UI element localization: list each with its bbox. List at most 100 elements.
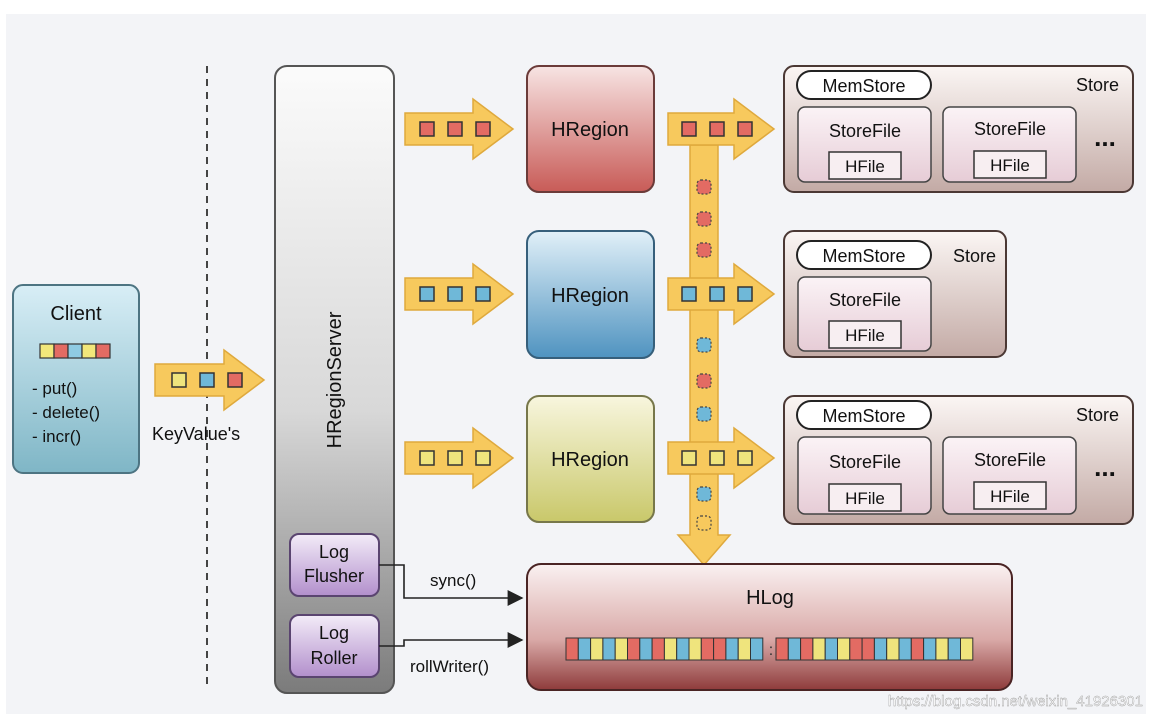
store-2-storefile-1-label: StoreFile xyxy=(829,290,901,310)
hlog-entry-9 xyxy=(663,637,678,661)
store-1-storefile-1: StoreFile HFile xyxy=(797,106,932,183)
store-1-storefile-2: StoreFile HFile xyxy=(942,106,1077,183)
store-3-storefile-1-label: StoreFile xyxy=(829,452,901,472)
store-3: MemStore Store StoreFile HFile StoreFile… xyxy=(783,395,1134,525)
hregionserver-box: HRegionServer Log Flusher Log Roller xyxy=(274,65,395,694)
log-roller-box: Log Roller xyxy=(289,614,380,678)
rollwriter-connector xyxy=(379,632,524,648)
store-2-memstore-label: MemStore xyxy=(822,246,905,266)
client-key-2 xyxy=(53,343,69,359)
server-arrow-2-key-2 xyxy=(447,286,463,302)
log-roller-line1: Log xyxy=(319,623,349,643)
store-3-more: ... xyxy=(1094,452,1116,482)
store-1-hfile-1-label: HFile xyxy=(845,157,885,176)
server-arrow-3-key-3 xyxy=(475,450,491,466)
store-2: MemStore Store StoreFile HFile xyxy=(783,230,1007,358)
hlog-entry-15 xyxy=(737,637,752,661)
hregion-3-label: HRegion xyxy=(551,449,629,471)
client-title: Client xyxy=(50,303,102,325)
store-3-hfile-2-label: HFile xyxy=(990,487,1030,506)
rollwriter-label: rollWriter() xyxy=(410,657,489,676)
hlog-box: HLog : xyxy=(526,563,1013,691)
store-2-hfile-1 xyxy=(828,320,902,349)
client-arrow-key-1 xyxy=(171,372,187,388)
store-3-label: Store xyxy=(1076,405,1119,425)
store-3-storefile-1: StoreFile HFile xyxy=(797,436,932,515)
store-1-hfile-1 xyxy=(828,151,902,180)
hlog-entry-29 xyxy=(923,637,937,661)
log-flusher-box: Log Flusher xyxy=(289,533,380,597)
store-1-memstore-label: MemStore xyxy=(822,76,905,96)
store-1-hfile-2-label: HFile xyxy=(990,156,1030,175)
log-roller-line2: Roller xyxy=(310,648,357,668)
hregion-2: HRegion xyxy=(526,230,655,359)
client-key-3 xyxy=(67,343,83,359)
hregion-2-label: HRegion xyxy=(551,285,629,307)
watermark: https://blog.csdn.net/weixin_41926301 xyxy=(888,693,1143,710)
hlog-entry-2 xyxy=(577,637,592,661)
store-1-label: Store xyxy=(1076,75,1119,95)
hregion-1-label: HRegion xyxy=(551,119,629,141)
sync-label: sync() xyxy=(430,571,476,590)
hlog-entry-24 xyxy=(861,637,875,661)
store-1-storefile-1-label: StoreFile xyxy=(829,121,901,141)
wal-entry-3 xyxy=(696,242,712,258)
store-1-hfile-2 xyxy=(973,150,1047,179)
store-arrow-3-key-2 xyxy=(709,450,725,466)
hlog-entry-11 xyxy=(688,637,702,661)
store-1: MemStore Store StoreFile HFile StoreFile… xyxy=(783,65,1134,193)
hlog-entry-32 xyxy=(960,637,974,661)
client-key-strip xyxy=(39,343,111,359)
store-2-hfile-1-label: HFile xyxy=(845,326,885,345)
keyvalue-arrow xyxy=(154,348,266,412)
keyvalue-label: KeyValue's xyxy=(152,424,240,444)
wal-entry-2 xyxy=(696,211,712,227)
wal-entry-7 xyxy=(696,486,712,502)
client-key-1 xyxy=(39,343,55,359)
hlog-entry-6 xyxy=(627,637,641,661)
store-arrow-1-key-2 xyxy=(709,121,725,137)
store-3-hfile-1-label: HFile xyxy=(845,489,885,508)
store-3-memstore-label: MemStore xyxy=(822,406,905,426)
server-arrow-1-key-3 xyxy=(475,121,491,137)
store-3-storefile-2: StoreFile HFile xyxy=(942,436,1077,515)
client-key-4 xyxy=(81,343,97,359)
hlog-entry-18 xyxy=(787,637,802,661)
log-flusher-line1: Log xyxy=(319,542,349,562)
server-arrow-3-key-1 xyxy=(419,450,435,466)
region-arrows xyxy=(404,97,776,490)
hlog-entry-12 xyxy=(700,637,715,661)
hlog-entry-25 xyxy=(873,637,888,661)
hlog-strip-gap: : xyxy=(769,642,773,659)
store-arrow-2-key-1 xyxy=(681,286,697,302)
store-3-hfile-2 xyxy=(973,481,1047,510)
hlog-entry-1 xyxy=(565,637,579,661)
store-1-more: ... xyxy=(1094,122,1116,152)
hlog-entry-28 xyxy=(910,637,925,661)
store-arrow-3-key-3 xyxy=(737,450,753,466)
hlog-entry-31 xyxy=(947,637,962,661)
hregion-3: HRegion xyxy=(526,395,655,523)
log-flusher-line2: Flusher xyxy=(304,566,364,586)
store-1-storefile-2-label: StoreFile xyxy=(974,119,1046,139)
hlog-entry-strip: : xyxy=(565,637,974,661)
client-arrow-key-3 xyxy=(227,372,243,388)
store-1-memstore xyxy=(796,70,932,100)
server-arrow-1-key-1 xyxy=(419,121,435,137)
wal-entry-6 xyxy=(696,406,712,422)
wal-entry-5 xyxy=(696,373,712,389)
hlog-entry-13 xyxy=(713,637,727,661)
wal-entry-4 xyxy=(696,337,712,353)
hlog-entry-10 xyxy=(676,637,690,661)
store-2-label: Store xyxy=(953,246,996,266)
client-method-incr: - incr() xyxy=(32,427,81,446)
server-arrow-2-key-1 xyxy=(419,286,435,302)
hlog-entry-17 xyxy=(775,637,789,661)
hlog-entry-21 xyxy=(824,637,839,661)
client-method-delete: - delete() xyxy=(32,403,100,422)
store-arrow-2-key-2 xyxy=(709,286,725,302)
server-arrow-2-key-3 xyxy=(475,286,491,302)
server-arrow-3-key-2 xyxy=(447,450,463,466)
hlog-entry-22 xyxy=(837,637,851,661)
store-3-memstore xyxy=(796,400,932,430)
